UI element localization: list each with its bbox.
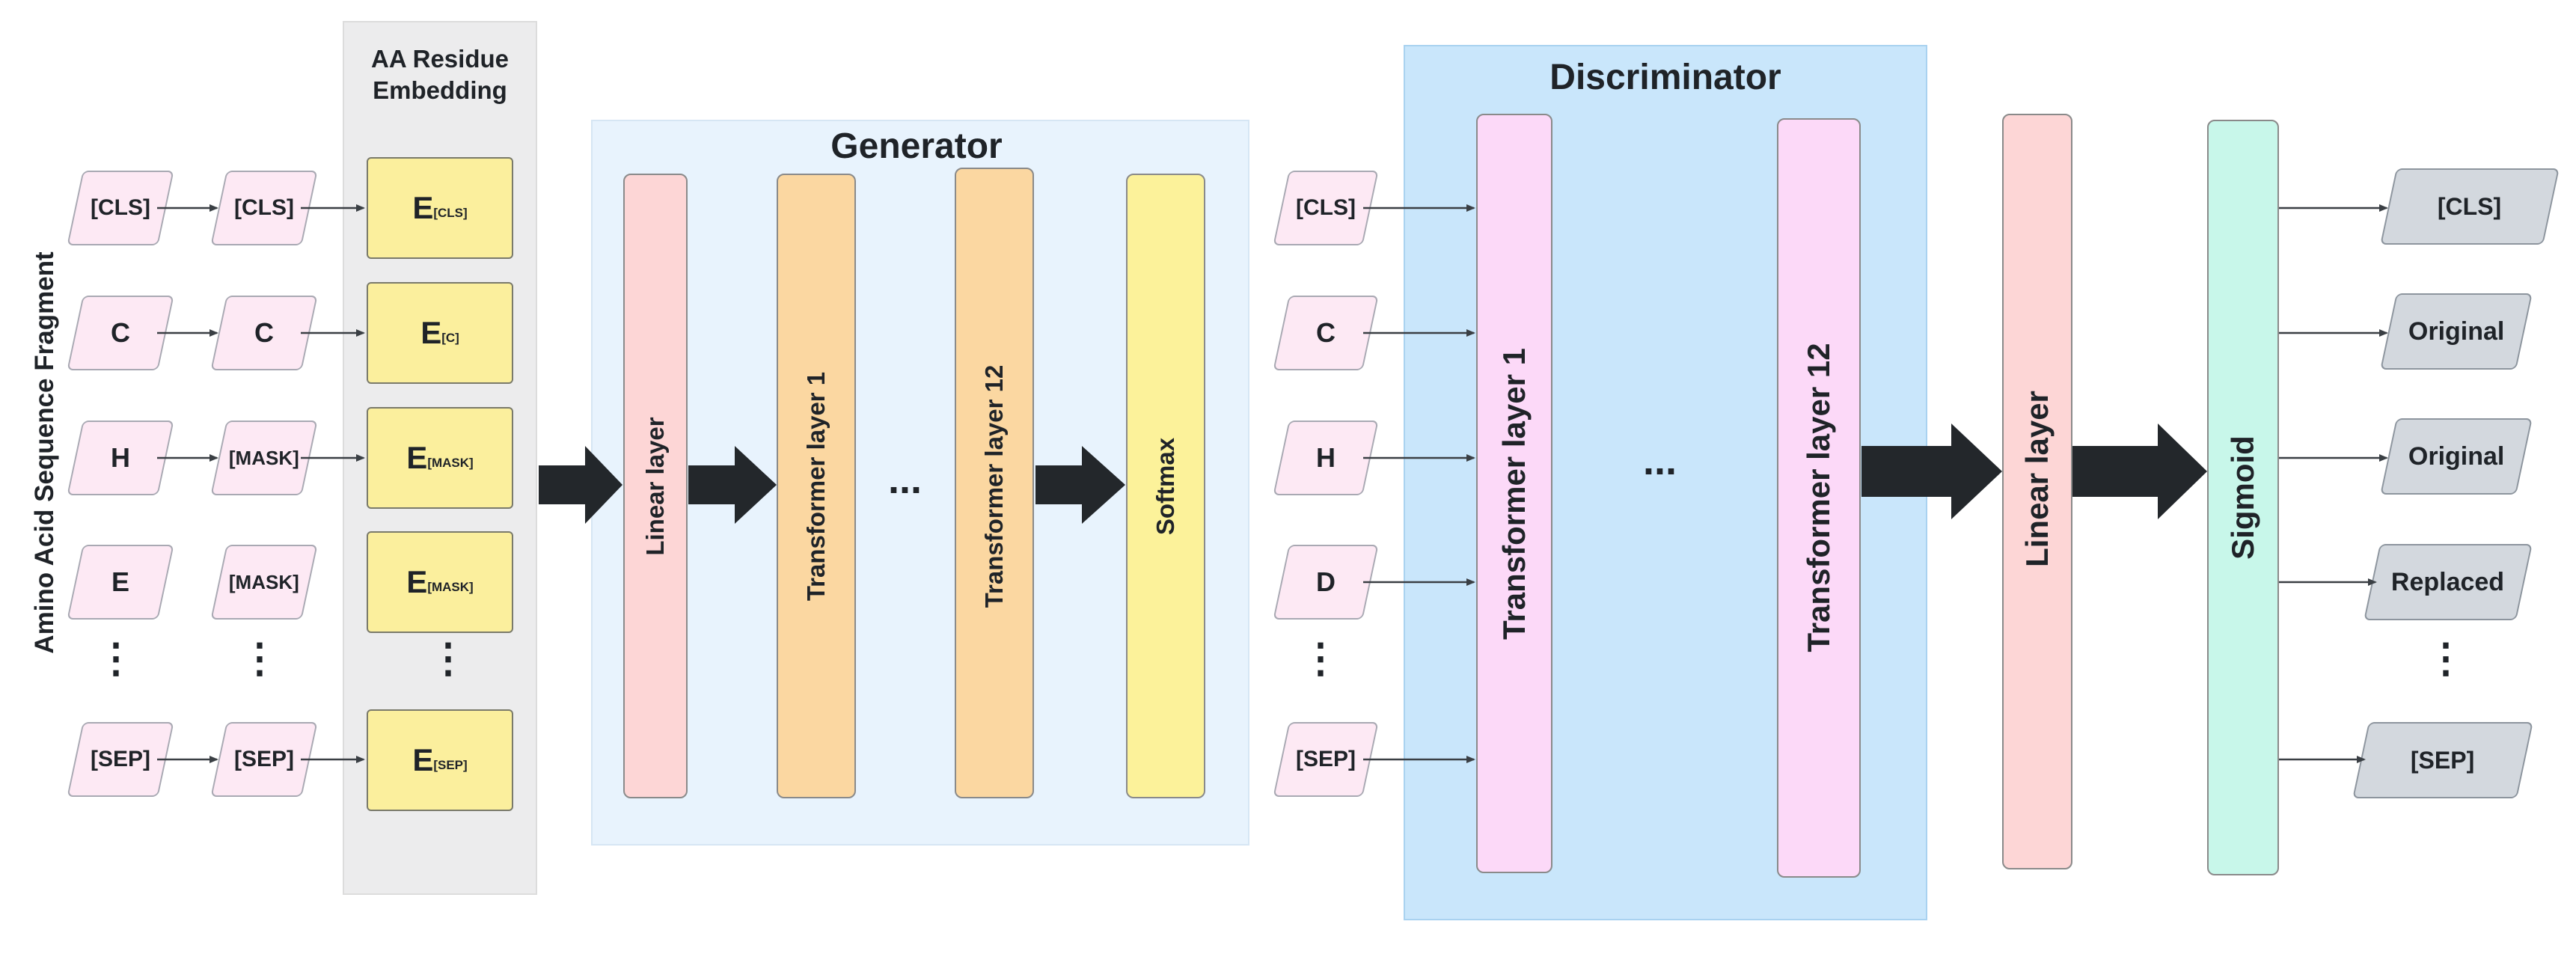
embedding-sub: [MASK]	[427, 580, 474, 594]
generator-ellipsis: ...	[888, 457, 923, 502]
embedding-sub: [CLS]	[433, 206, 468, 220]
sigmoid-layer	[2207, 120, 2279, 875]
embedding-sub: [C]	[441, 331, 459, 345]
embedding-panel-title-line2: Embedding	[373, 76, 507, 104]
flow-arrow	[2072, 424, 2207, 519]
embedding-ellipsis: ⋮	[428, 636, 468, 681]
masked-ellipsis: ⋮	[239, 636, 280, 681]
discriminator-ellipsis: ...	[1643, 438, 1677, 483]
embedding-e: E	[420, 315, 442, 350]
discriminator-input-ellipsis: ⋮	[1300, 636, 1341, 681]
embedding-box: E[MASK]	[367, 407, 513, 509]
embedding-sub: [SEP]	[433, 758, 468, 772]
discriminator-input-connectors	[1363, 204, 1475, 763]
flow-arrow	[539, 446, 622, 524]
embedding-e: E	[406, 564, 428, 599]
discriminator-transformer-layer-1	[1476, 114, 1552, 873]
embedding-e: E	[406, 440, 428, 475]
generator-title: Generator	[830, 126, 1003, 166]
input-connectors	[157, 204, 365, 763]
generator-transformer-layer-12	[955, 168, 1034, 798]
embedding-box: E[MASK]	[367, 531, 513, 633]
input-ellipsis: ⋮	[96, 636, 136, 681]
generator-linear-layer	[623, 174, 688, 798]
discriminator-transformer-layer-12	[1777, 118, 1861, 878]
head-linear-layer	[2002, 114, 2072, 869]
flow-arrow	[1861, 424, 2002, 519]
embedding-box: E[C]	[367, 282, 513, 384]
embedding-box: E[SEP]	[367, 709, 513, 811]
embedding-box: E[CLS]	[367, 157, 513, 259]
output-connectors	[2279, 204, 2388, 763]
discriminator-title: Discriminator	[1549, 58, 1781, 97]
softmax-layer	[1126, 174, 1205, 798]
embedding-e: E	[412, 190, 434, 225]
embedding-panel-title-line1: AA Residue	[371, 45, 509, 73]
embedding-e: E	[412, 742, 434, 777]
flow-arrow	[688, 446, 777, 524]
generator-transformer-layer-1	[777, 174, 856, 798]
flow-arrows	[539, 424, 2207, 524]
flow-arrow	[1035, 446, 1125, 524]
output-ellipsis: ⋮	[2426, 636, 2466, 681]
embedding-sub: [MASK]	[427, 456, 474, 470]
